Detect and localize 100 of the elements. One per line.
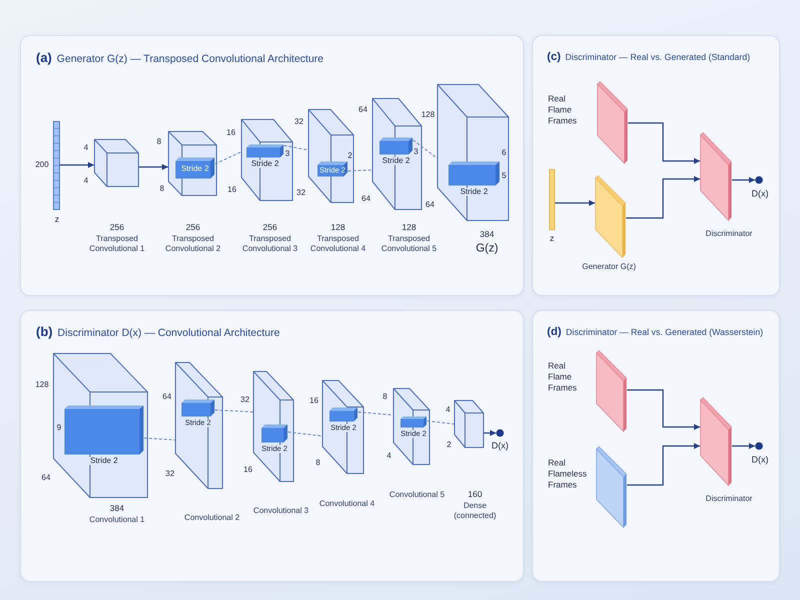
panel-heading: (a) Generator G(z) — Transposed Convolutional Architecture xyxy=(36,50,324,66)
panel xyxy=(20,310,524,582)
stride-label: Stride 2 xyxy=(459,188,489,196)
dimension-label: 2 xyxy=(348,152,352,160)
layer-label: Discriminator xyxy=(706,229,752,239)
dimension-label: 32 xyxy=(294,118,304,126)
dimension-label: 3 xyxy=(414,148,418,156)
projection-line xyxy=(358,412,394,416)
vector-label: z xyxy=(550,234,554,242)
channel-count: 384 xyxy=(480,230,494,238)
projection-line xyxy=(426,420,454,424)
dimension-label: 32 xyxy=(296,189,306,197)
layer-slab xyxy=(595,175,626,258)
output-label: D(x) xyxy=(492,442,508,450)
panel-heading: (b) Discriminator D(x) — Convolutional Architecture xyxy=(36,324,280,340)
dimension-label: 8 xyxy=(316,459,320,467)
layer-label: Convolutional 4 xyxy=(319,499,375,509)
dimension-label: 8 xyxy=(156,138,162,146)
panel xyxy=(532,310,780,582)
dimension-label: 5 xyxy=(502,172,506,180)
layer-label: Transposed Convolutional 2 xyxy=(164,234,222,254)
arrow xyxy=(626,176,700,219)
channel-count: 128 xyxy=(330,222,346,232)
input-label: Real Flame Frames xyxy=(548,93,578,127)
channel-count: 256 xyxy=(110,222,124,232)
dimension-label: 32 xyxy=(166,470,174,478)
dimension-label: 4 xyxy=(446,406,450,414)
input-label: Real Flameless Frames xyxy=(548,457,588,491)
panel-heading: (c) Discriminator — Real vs. Generated (Standard) xyxy=(547,51,750,65)
stride-label: Stride 2 xyxy=(89,457,119,465)
layer-label: Transposed Convolutional 1 xyxy=(88,234,146,254)
dimension-label: 8 xyxy=(160,185,164,193)
dimension-label: 64 xyxy=(162,393,172,401)
vector-label: z xyxy=(54,214,60,224)
dimension-label: 8 xyxy=(382,393,388,401)
projection-line xyxy=(412,140,438,158)
channel-count: 256 xyxy=(186,222,200,232)
projection-line xyxy=(214,410,254,412)
dimension-label: 200 xyxy=(35,161,49,169)
dimension-label: 128 xyxy=(421,111,435,119)
output-dot xyxy=(755,176,763,184)
dimension-label: 4 xyxy=(84,144,88,152)
layer-label: Transposed Convolutional 5 xyxy=(380,234,438,254)
panel-heading: (d) Discriminator — Real vs. Generated (Wasserstein) xyxy=(547,326,764,340)
projection-line xyxy=(348,170,372,172)
dimension-label: 64 xyxy=(358,106,368,114)
dimension-label: 64 xyxy=(426,201,434,209)
layer-label: Convolutional 3 xyxy=(253,506,309,516)
output-label: G(z) xyxy=(476,243,498,255)
dimension-label: 32 xyxy=(240,396,250,404)
dimension-label: 16 xyxy=(310,397,318,405)
dimension-label: 6 xyxy=(502,149,506,157)
arrow xyxy=(60,162,94,168)
layer-label: Transposed Convolutional 4 xyxy=(309,234,367,254)
channel-count: 128 xyxy=(402,222,416,232)
dimension-label: 64 xyxy=(362,195,370,203)
projection-line xyxy=(288,432,322,436)
layer-label: Generator G(z) xyxy=(582,262,636,272)
layer-label: Discriminator xyxy=(706,494,752,504)
dimension-label: 128 xyxy=(35,381,49,389)
layer-slab xyxy=(700,397,732,486)
arrow xyxy=(484,430,496,436)
layer-slab xyxy=(597,81,628,164)
dimension-label: 4 xyxy=(386,452,392,460)
arrow xyxy=(627,389,700,430)
stride-label: Stride 2 xyxy=(250,160,280,168)
layer-slab xyxy=(596,446,627,528)
output-label: D(x) xyxy=(752,456,768,464)
arrow xyxy=(628,122,700,164)
dimension-label: 16 xyxy=(228,186,236,194)
dimension-label: 2 xyxy=(446,441,452,449)
arrow xyxy=(139,164,168,170)
projection-line xyxy=(144,438,176,440)
stride-label: Stride 2 xyxy=(381,157,411,165)
panel xyxy=(532,35,780,296)
arrow xyxy=(732,443,755,449)
layer-label: Convolutional 5 xyxy=(389,490,445,500)
stride-label: Stride 2 xyxy=(180,165,210,173)
dimension-label: 16 xyxy=(244,466,252,474)
arrow xyxy=(732,177,755,183)
projection-line xyxy=(214,152,242,164)
dimension-label: 9 xyxy=(56,424,62,432)
output-dot xyxy=(496,429,504,437)
layer-label: Convolutional 2 xyxy=(184,513,240,523)
vector-bar xyxy=(53,121,60,210)
dimension-label: 16 xyxy=(226,129,236,137)
input-label: Real Flame Frames xyxy=(548,360,578,394)
layer-label: Dense (connected) xyxy=(452,501,498,521)
channel-count: 160 xyxy=(468,490,482,498)
arrow xyxy=(555,200,595,206)
layer-label: Transposed Convolutional 3 xyxy=(241,234,299,254)
vector-bar xyxy=(549,169,555,230)
projection-line xyxy=(284,145,308,150)
dimension-label: 4 xyxy=(84,177,88,185)
layer-slab xyxy=(700,132,732,221)
dimension-label: 3 xyxy=(285,150,290,158)
arrow xyxy=(627,443,700,486)
layer-label: Convolutional 1 xyxy=(89,515,145,525)
panel xyxy=(20,35,524,296)
output-label: D(x) xyxy=(752,190,768,198)
